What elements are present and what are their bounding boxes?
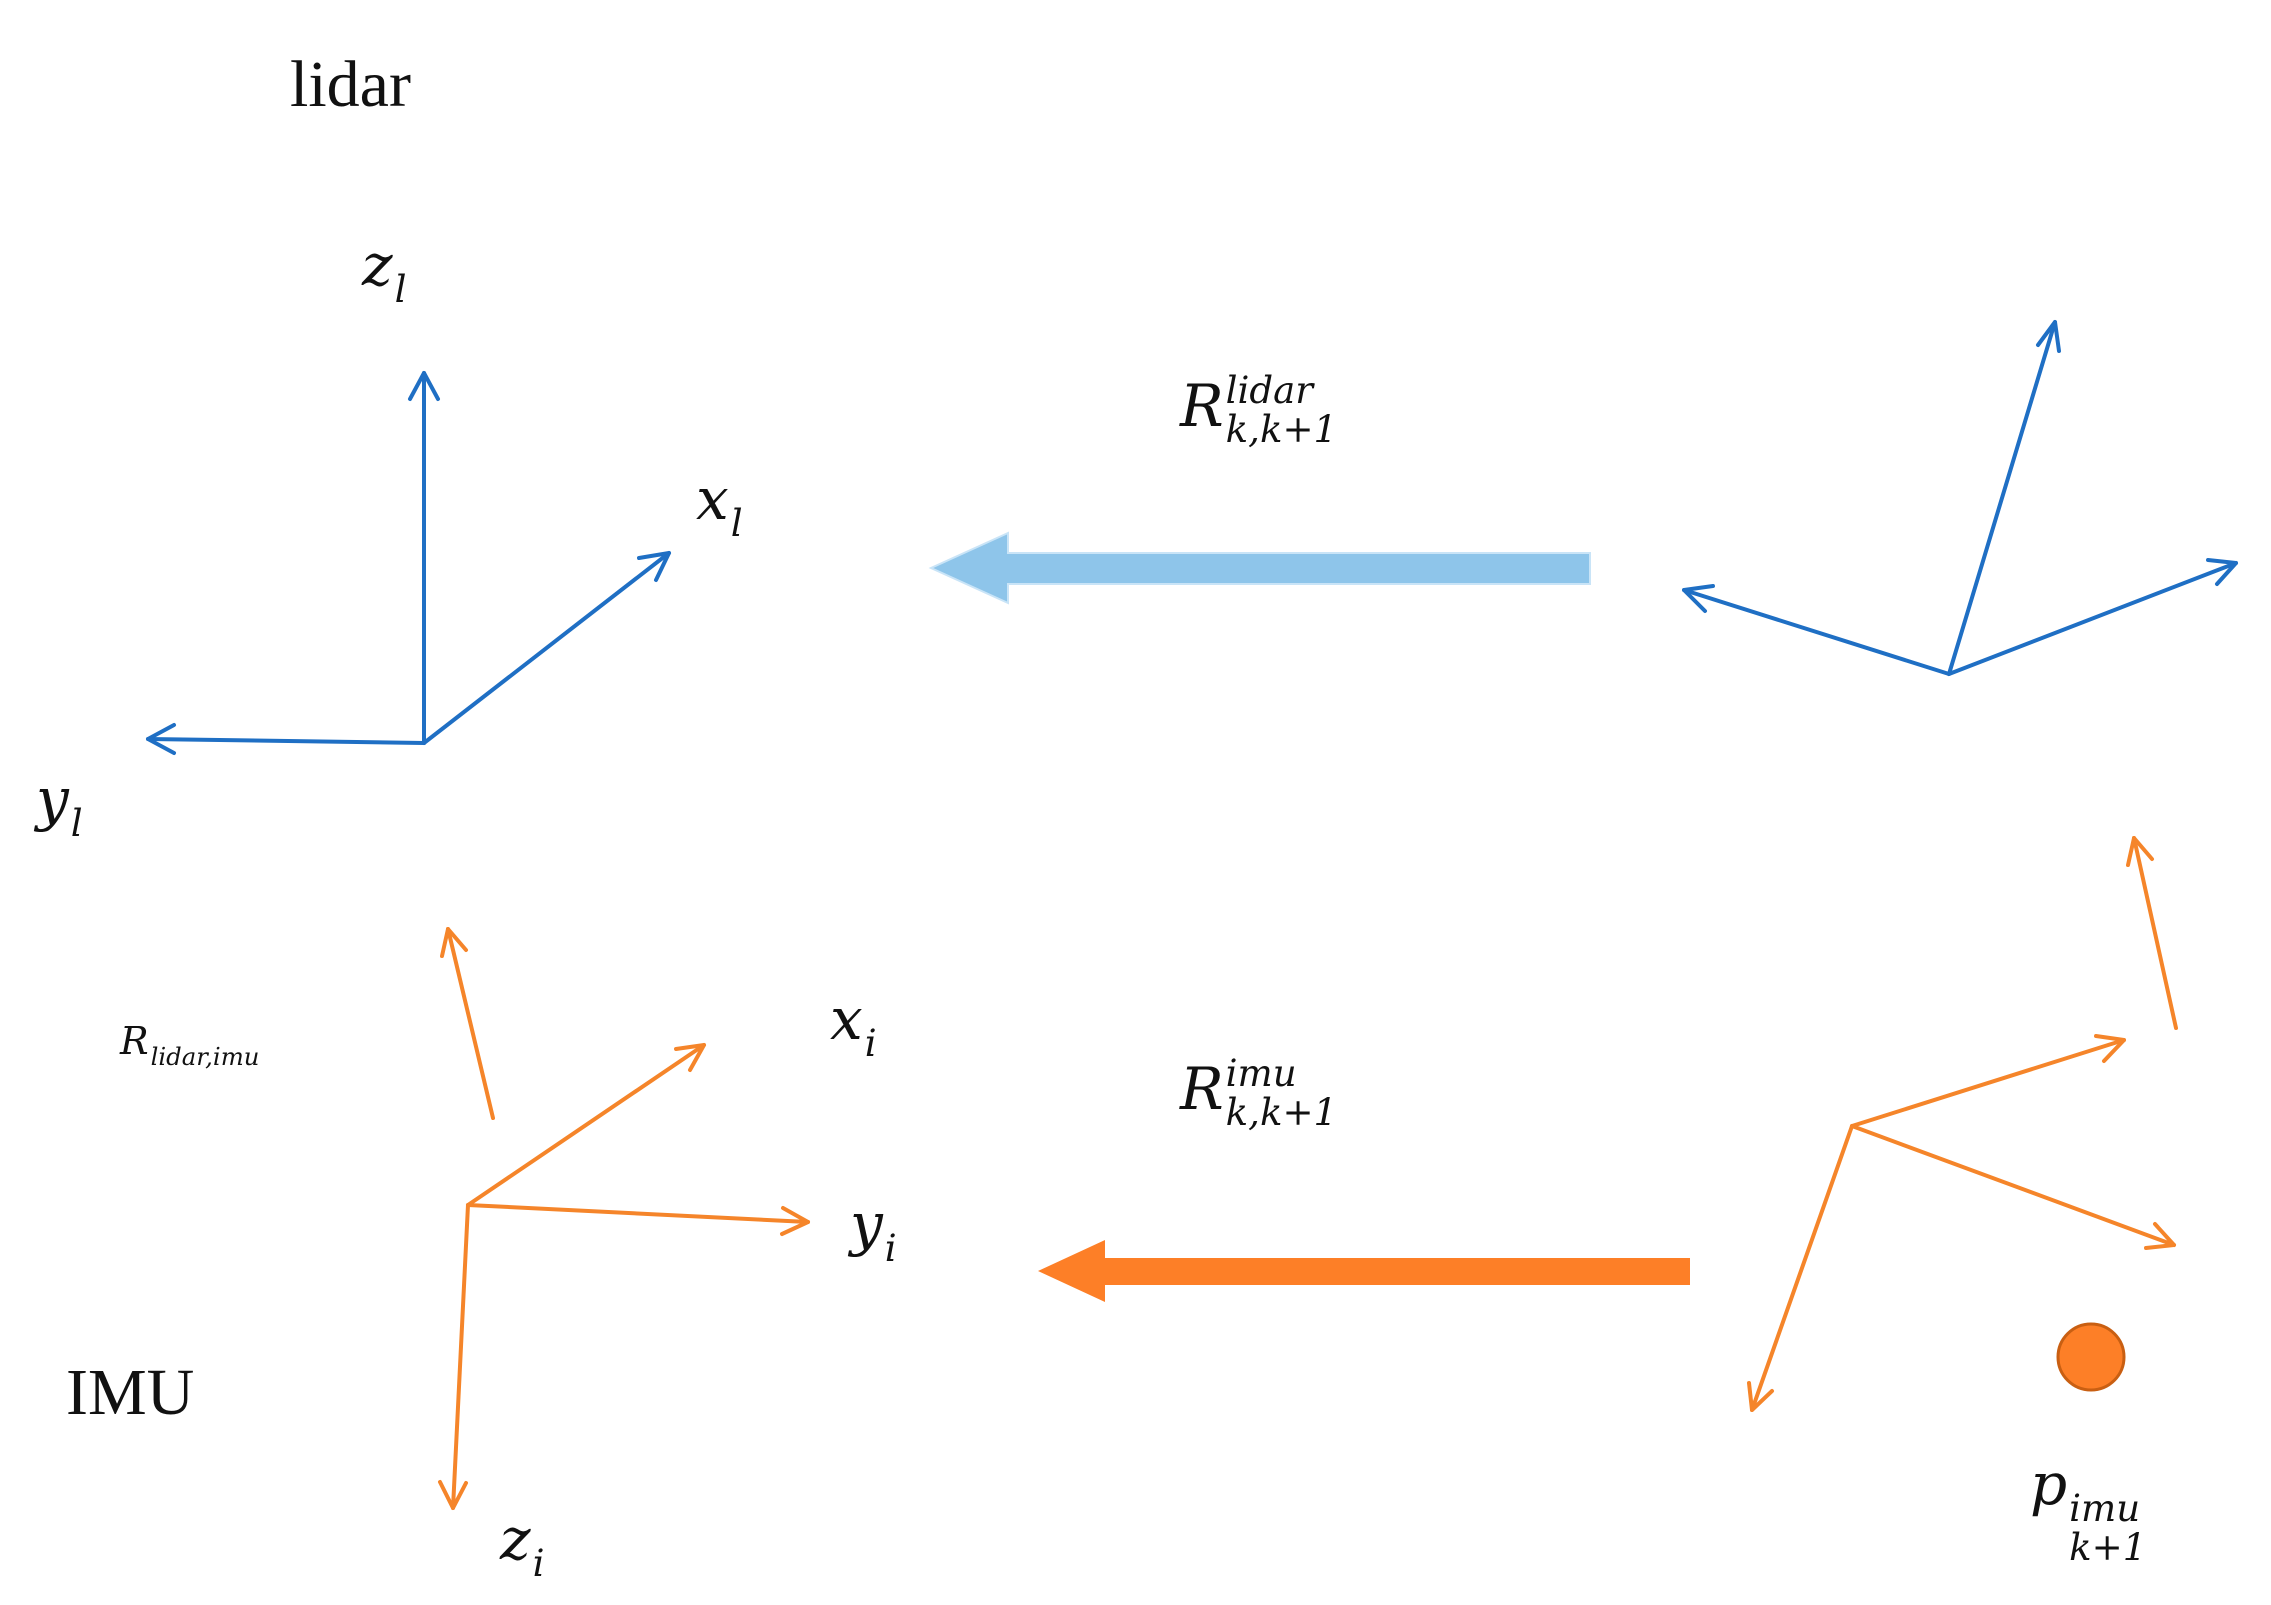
imu-right-axis-upper-right bbox=[1850, 1038, 2126, 1128]
lidar-z-arrowhead bbox=[408, 371, 440, 401]
z-i-axis-label: zi bbox=[500, 1510, 544, 1582]
imu-right-axis-lower-right bbox=[1850, 1124, 2176, 1247]
imu-label: IMU bbox=[66, 1356, 195, 1429]
r-lidar-imu-base: R bbox=[120, 1019, 149, 1063]
x-i-sub: i bbox=[864, 1021, 877, 1065]
lidar-label: lidar bbox=[290, 48, 411, 121]
imu-right-axis-down bbox=[1750, 1124, 1854, 1412]
imu-up-axis bbox=[446, 927, 495, 1120]
imu-frame-left bbox=[438, 927, 810, 1510]
r-lidar-sub: k,k+1 bbox=[1225, 407, 1338, 451]
z-l-sub: l bbox=[394, 267, 407, 311]
lidar-right-arrowhead-left bbox=[1682, 584, 1715, 613]
imu-transform-arrow bbox=[1038, 1240, 1690, 1302]
y-i-base: y bbox=[850, 1190, 883, 1258]
r-imu-base: R bbox=[1180, 1055, 1224, 1123]
x-l-axis-label: xl bbox=[696, 470, 743, 542]
lidar-right-axis-up bbox=[1947, 320, 2057, 676]
x-l-sub: l bbox=[730, 501, 743, 545]
imu-x-arrowhead bbox=[674, 1043, 706, 1072]
z-l-axis-label: zl bbox=[362, 236, 406, 308]
lidar-right-axis-left bbox=[1682, 588, 1951, 676]
r-imu-sup: imu bbox=[1225, 1052, 1297, 1095]
imu-y-axis bbox=[466, 1203, 810, 1224]
x-i-axis-label: xi bbox=[830, 990, 877, 1062]
x-i-base: x bbox=[830, 985, 863, 1053]
y-i-sub: i bbox=[884, 1226, 897, 1270]
imu-right-axis-up bbox=[2132, 836, 2178, 1030]
p-imu-base: p bbox=[2030, 1450, 2068, 1518]
imu-x-axis bbox=[466, 1043, 706, 1207]
r-lidar-sup: lidar bbox=[1225, 369, 1314, 412]
r-imu-sub: k,k+1 bbox=[1225, 1090, 1338, 1134]
lidar-y-arrowhead bbox=[146, 723, 176, 755]
imu-up-arrowhead bbox=[440, 927, 468, 958]
y-i-axis-label: yi bbox=[850, 1195, 897, 1267]
lidar-y-axis bbox=[146, 737, 426, 745]
imu-right-arrowhead-up bbox=[2126, 836, 2154, 867]
imu-right-arrowhead-down bbox=[1747, 1381, 1774, 1412]
imu-right-arrowhead-lower-right bbox=[2144, 1222, 2176, 1250]
imu-frame-right bbox=[1747, 836, 2178, 1412]
z-l-base: z bbox=[362, 231, 393, 299]
r-lidar-base: R bbox=[1180, 372, 1224, 440]
lidar-frame-left bbox=[146, 371, 671, 755]
lidar-x-arrowhead bbox=[637, 551, 671, 582]
z-i-sub: i bbox=[532, 1541, 545, 1585]
lidar-right-arrowhead-right bbox=[2206, 558, 2238, 586]
p-imu-sub: k+1 bbox=[2069, 1525, 2147, 1569]
p-imu-sup: imu bbox=[2069, 1486, 2141, 1530]
lidar-right-axis-right bbox=[1947, 561, 2238, 676]
r-lidar-imu-sub: lidar,imu bbox=[150, 1041, 260, 1071]
imu-right-arrowhead-upper-right bbox=[2094, 1034, 2126, 1063]
lidar-x-axis bbox=[422, 551, 671, 745]
imu-y-arrowhead bbox=[780, 1206, 810, 1236]
lidar-frame-right bbox=[1682, 320, 2238, 676]
z-i-base: z bbox=[500, 1505, 531, 1573]
imu-z-axis bbox=[451, 1203, 470, 1510]
x-l-base: x bbox=[696, 465, 729, 533]
y-l-axis-label: yl bbox=[36, 770, 83, 842]
r-lidar-imu-label: Rlidar,imu bbox=[120, 1022, 259, 1069]
y-l-sub: l bbox=[70, 801, 83, 845]
lidar-right-arrowhead-up bbox=[2036, 320, 2061, 353]
imu-position-point bbox=[2056, 1322, 2126, 1392]
y-l-base: y bbox=[36, 765, 69, 833]
imu-z-arrowhead bbox=[438, 1480, 468, 1510]
lidar-transform-arrow bbox=[928, 531, 1591, 605]
